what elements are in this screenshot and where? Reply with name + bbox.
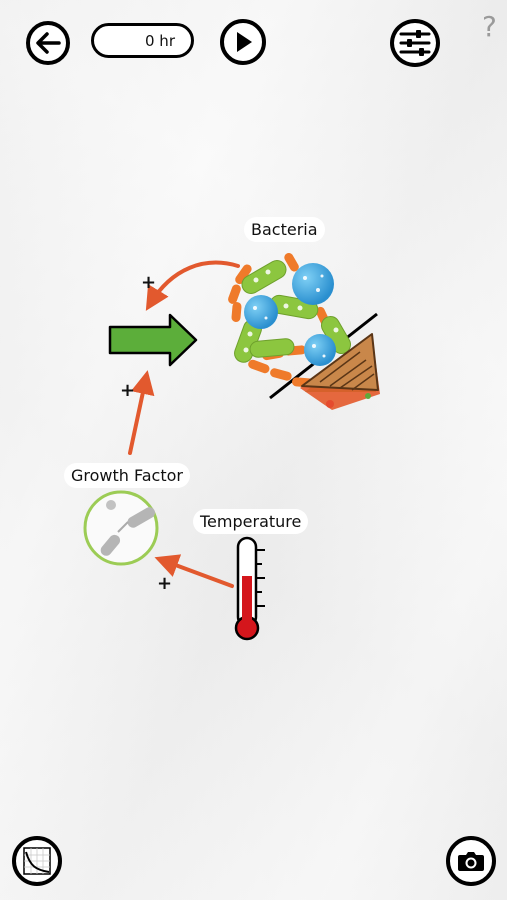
temperature-arrow bbox=[154, 554, 234, 588]
growth-factor-label: Growth Factor bbox=[64, 463, 190, 488]
plus-sign-growth-factor: + bbox=[120, 380, 136, 401]
bacteria-label: Bacteria bbox=[244, 217, 325, 242]
growth-factor-icon bbox=[83, 490, 159, 566]
growth-arrow bbox=[108, 313, 198, 367]
bacteria-cluster bbox=[228, 252, 380, 410]
time-text: 0 hr bbox=[145, 31, 175, 50]
plus-sign-feedback: + bbox=[141, 272, 157, 293]
play-icon bbox=[237, 32, 252, 52]
arrow-left-icon bbox=[36, 32, 61, 54]
settings-button[interactable] bbox=[390, 19, 440, 67]
temperature-label: Temperature bbox=[193, 509, 309, 534]
feedback-arrow bbox=[145, 260, 240, 311]
time-display: 0 hr bbox=[91, 23, 194, 58]
thermometer-icon bbox=[234, 536, 265, 641]
play-button[interactable] bbox=[220, 19, 266, 65]
sandwich-icon bbox=[300, 333, 380, 410]
sliders-icon bbox=[399, 30, 431, 56]
back-button[interactable] bbox=[26, 21, 70, 65]
graph-button[interactable] bbox=[12, 836, 62, 886]
camera-icon bbox=[458, 852, 484, 871]
growth-factor-arrow bbox=[128, 370, 155, 455]
plus-sign-temperature: + bbox=[157, 573, 173, 594]
graph-icon bbox=[23, 847, 51, 875]
camera-button[interactable] bbox=[446, 836, 496, 886]
help-button[interactable]: ? bbox=[482, 10, 497, 43]
